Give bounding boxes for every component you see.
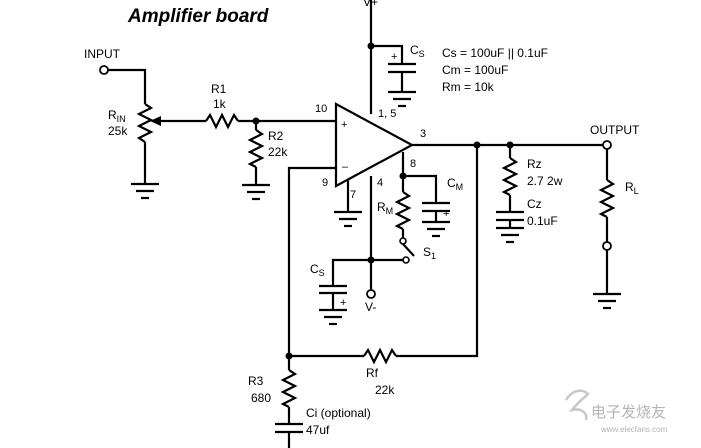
cz-capacitor bbox=[496, 210, 524, 244]
output-label: OUTPUT bbox=[590, 123, 640, 137]
rin-value: 25k bbox=[108, 124, 128, 138]
component-notes: Cs = 100uF || 0.1uF Cm = 100uF Rm = 10k bbox=[442, 46, 548, 94]
rz-label: Rz bbox=[527, 157, 542, 171]
cs-bottom-capacitor bbox=[319, 258, 371, 326]
opamp-triangle bbox=[334, 102, 415, 188]
note-cm: Cm = 100uF bbox=[442, 63, 508, 77]
watermark: 电子发烧友 www.elecfans.com bbox=[564, 389, 668, 434]
r2-label: R2 bbox=[268, 129, 284, 143]
ci-label: Ci (optional) bbox=[306, 406, 371, 420]
vminus-terminal bbox=[366, 289, 376, 299]
s1-switch bbox=[371, 237, 415, 264]
ground-rl bbox=[593, 292, 621, 310]
rz-resistor bbox=[501, 145, 519, 212]
r3-label: R3 bbox=[248, 374, 264, 388]
pin-3: 3 bbox=[420, 128, 426, 140]
supply-vminus: V- bbox=[365, 300, 376, 314]
note-cs: Cs = 100uF || 0.1uF bbox=[442, 46, 548, 60]
cs-top-label: CS bbox=[410, 43, 425, 59]
pin-8: 8 bbox=[410, 158, 416, 170]
input-terminal bbox=[99, 65, 147, 104]
opamp-plus: + bbox=[341, 119, 347, 131]
opamp-minus: – bbox=[342, 161, 349, 173]
s1-label: S1 bbox=[423, 245, 436, 261]
r1-resistor bbox=[205, 112, 336, 130]
cz-value: 0.1uF bbox=[527, 214, 558, 228]
ground-rin bbox=[131, 182, 159, 200]
rin-wiper-arrow bbox=[150, 116, 206, 126]
cz-label: Cz bbox=[527, 197, 542, 211]
rf-resistor bbox=[289, 347, 397, 365]
watermark-url: www.elecfans.com bbox=[600, 425, 668, 434]
diagram-title: Amplifier board bbox=[127, 6, 269, 27]
cs-top-polarity: + bbox=[391, 51, 397, 63]
pin-4: 4 bbox=[377, 177, 383, 189]
input-label: INPUT bbox=[84, 47, 121, 61]
ground-pin7 bbox=[334, 180, 362, 228]
r3-resistor bbox=[280, 356, 298, 424]
cs-bottom-polarity: + bbox=[340, 297, 346, 309]
inverting-input-wire bbox=[287, 166, 336, 356]
rm-resistor bbox=[394, 176, 412, 238]
pin-9: 9 bbox=[322, 177, 328, 189]
r2-resistor bbox=[247, 121, 265, 185]
pin-1-5: 1, 5 bbox=[378, 108, 396, 120]
note-rm: Rm = 10k bbox=[442, 80, 495, 94]
ground-r2 bbox=[242, 183, 270, 201]
cs-top-capacitor bbox=[371, 44, 416, 108]
rl-load-resistor bbox=[598, 149, 616, 294]
pin-7: 7 bbox=[350, 189, 356, 201]
rf-value: 22k bbox=[375, 383, 395, 397]
r1-value: 1k bbox=[213, 97, 227, 111]
ci-value: 47uf bbox=[306, 423, 330, 437]
r3-value: 680 bbox=[251, 391, 271, 405]
output-terminal bbox=[602, 140, 612, 150]
watermark-logo-icon bbox=[564, 389, 590, 421]
rm-label: RM bbox=[377, 200, 393, 216]
rl-label: RL bbox=[625, 180, 639, 196]
cm-capacitor bbox=[403, 174, 450, 238]
feedback-wire-right bbox=[396, 145, 479, 358]
rz-value: 2.7 2w bbox=[527, 174, 563, 188]
rin-potentiometer bbox=[136, 103, 154, 184]
cs-bottom-label: CS bbox=[310, 262, 325, 278]
r2-value: 22k bbox=[268, 145, 288, 159]
pin-10: 10 bbox=[315, 103, 327, 115]
ci-capacitor bbox=[275, 422, 303, 448]
r1-label: R1 bbox=[211, 82, 227, 96]
rin-label: RIN bbox=[108, 108, 126, 124]
cm-label: CM bbox=[447, 176, 463, 192]
rf-label: Rf bbox=[366, 366, 379, 380]
cm-polarity: + bbox=[443, 208, 449, 220]
watermark-text: 电子发烧友 bbox=[591, 404, 666, 421]
